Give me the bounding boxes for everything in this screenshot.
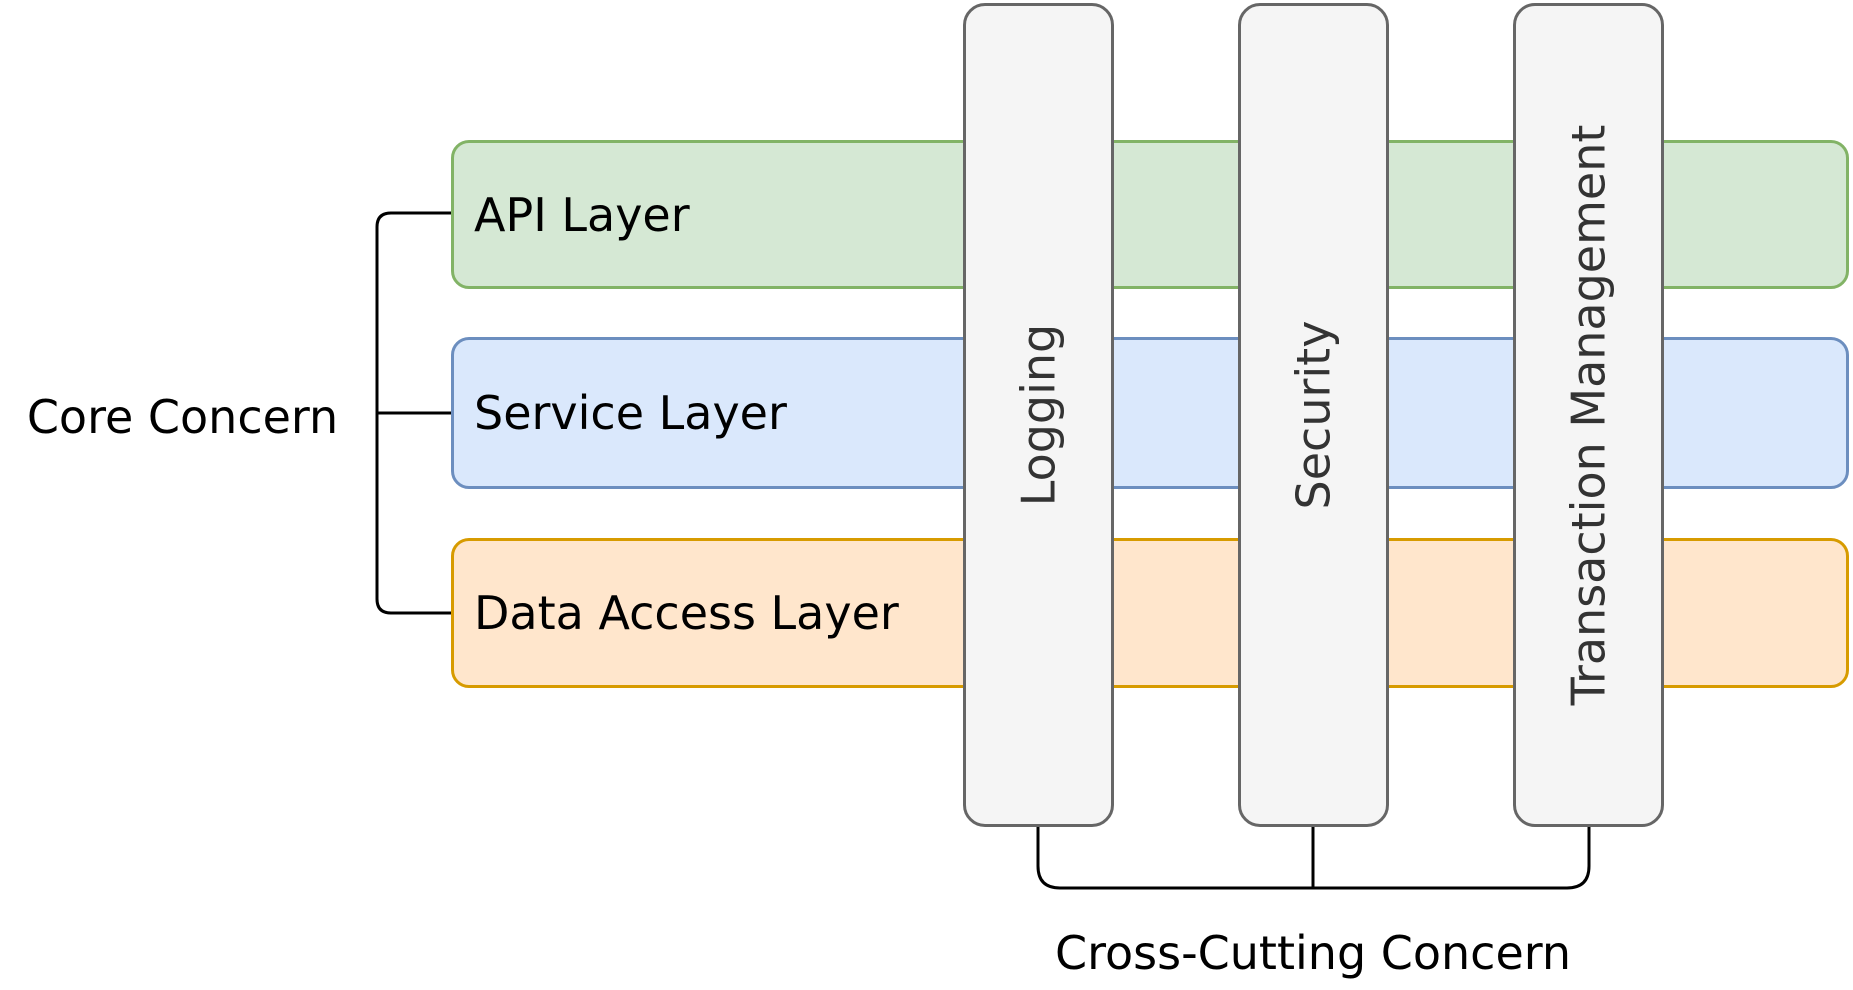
core-concern-bracket [375,211,451,615]
layer-api-label: API Layer [474,187,690,242]
bar-security: Security [1238,3,1389,827]
bar-logging: Logging [963,3,1114,827]
bar-logging-label: Logging [1011,323,1066,507]
core-concern-label: Core Concern [26,390,339,444]
bar-transaction-management-label: Transaction Management [1561,124,1616,706]
bar-security-label: Security [1286,320,1341,510]
cross-cutting-bracket [1036,827,1591,890]
layer-service-label: Service Layer [474,386,787,440]
bar-transaction-management: Transaction Management [1513,3,1664,827]
layer-data-access-label: Data Access Layer [474,586,899,640]
cross-cutting-concern-label: Cross-Cutting Concern [1054,926,1572,980]
